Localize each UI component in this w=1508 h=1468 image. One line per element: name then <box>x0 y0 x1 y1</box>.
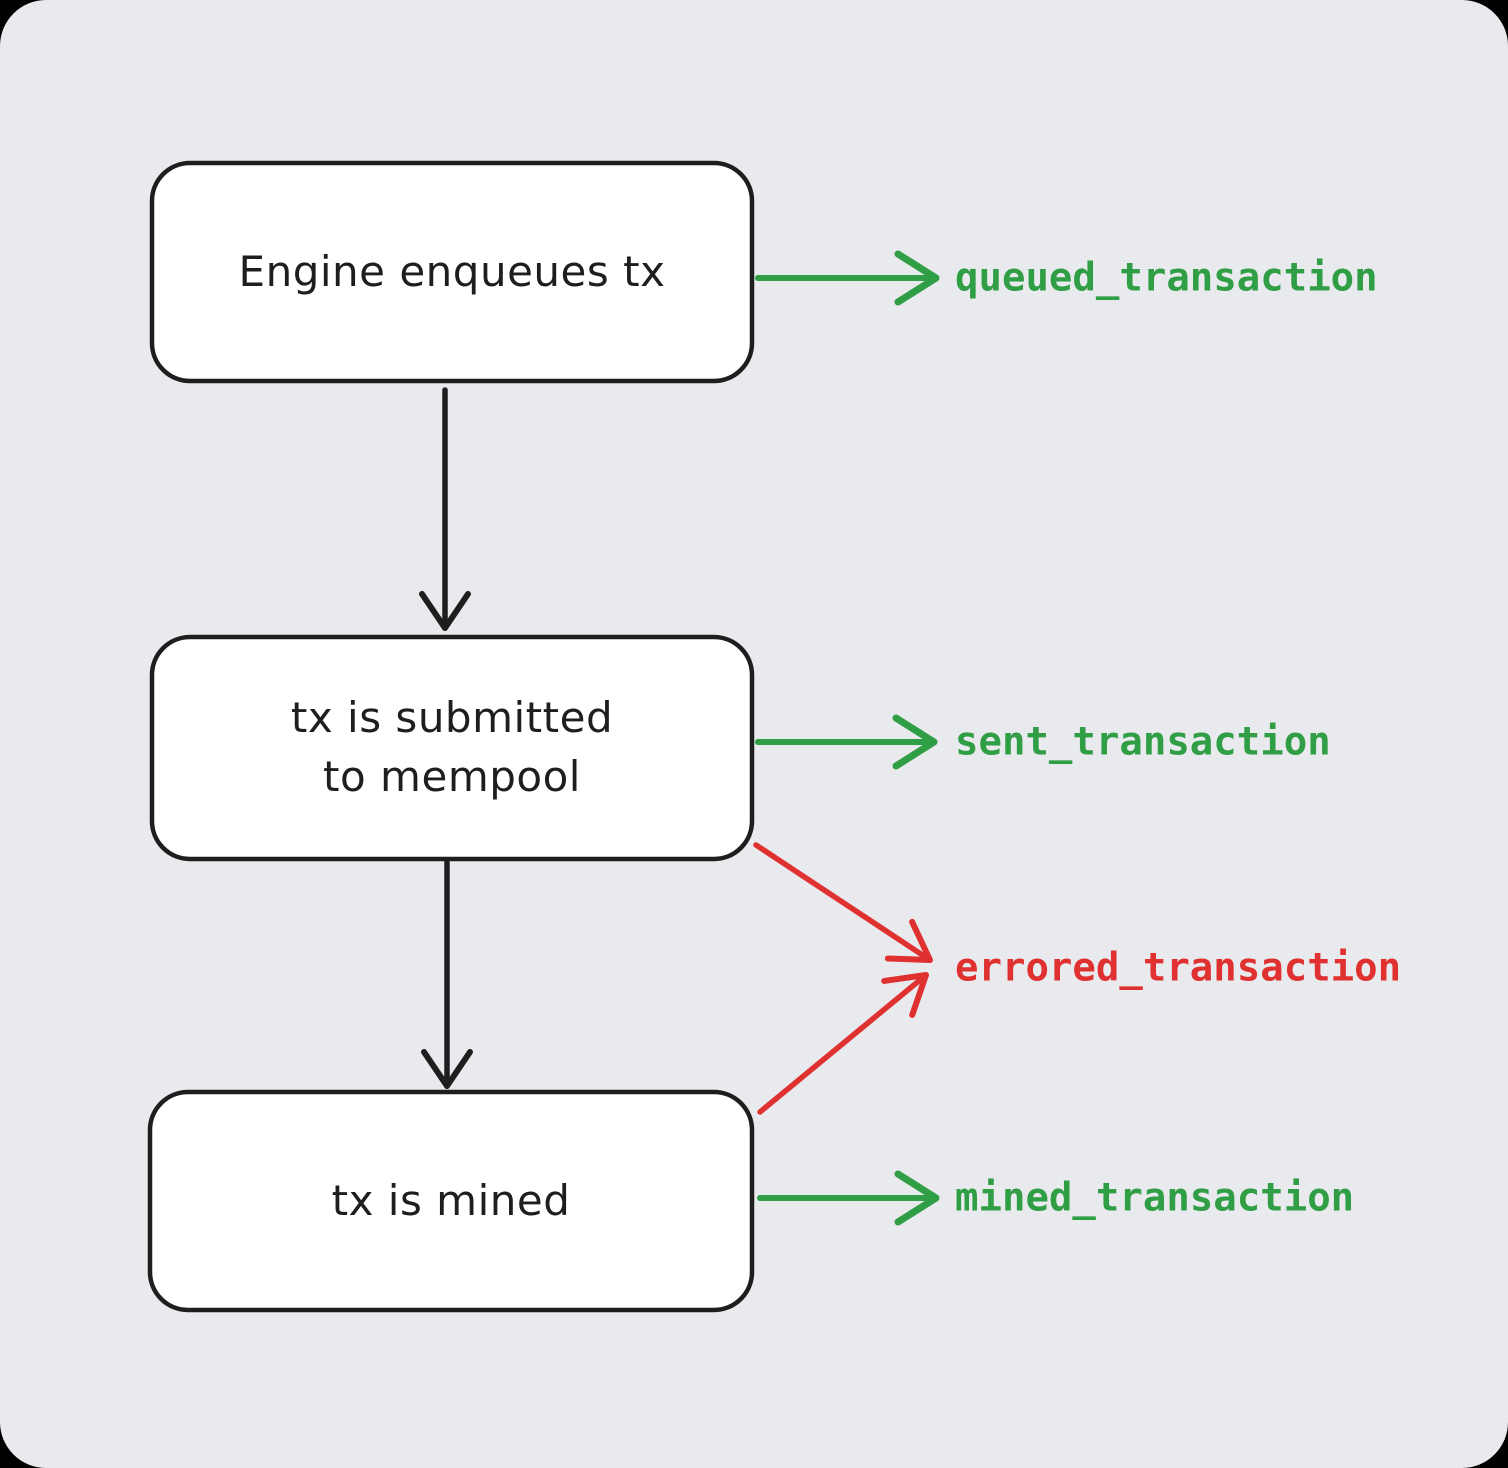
node-tx-submitted-to-mempool <box>149 634 755 862</box>
error-arrow-from-mined <box>757 972 929 1115</box>
node-engine-enqueues-tx <box>149 160 755 384</box>
error-arrow-from-submit <box>753 842 933 963</box>
node-tx-is-mined <box>147 1089 755 1313</box>
